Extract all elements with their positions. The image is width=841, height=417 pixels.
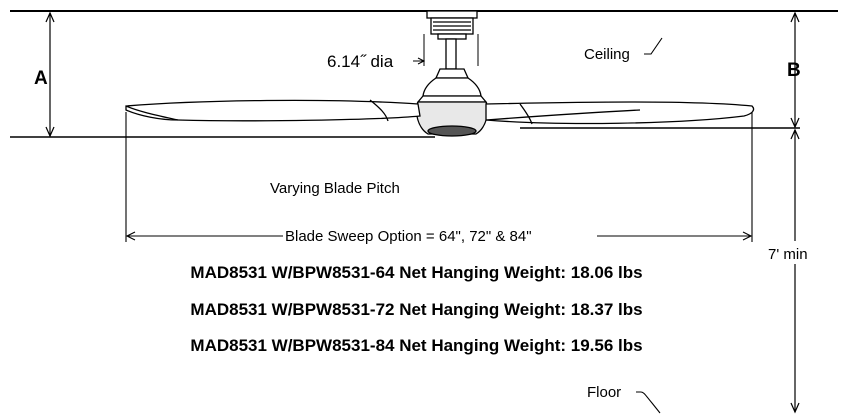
diameter-dimension: [413, 34, 479, 66]
downrod: [445, 38, 457, 70]
ceiling-label: Ceiling: [584, 46, 630, 63]
motor-housing: [415, 68, 489, 137]
dimension-a-label: A: [34, 68, 48, 89]
dimension-b-arrow: [790, 11, 800, 129]
ceiling-leader: [644, 37, 663, 55]
min-height-label: 7' min: [768, 246, 808, 263]
dimension-b-label: B: [787, 60, 801, 81]
ceiling-canopy: [426, 10, 478, 40]
net-weight-84: MAD8531 W/BPW8531-84 Net Hanging Weight:…: [190, 336, 643, 355]
floor-label: Floor: [587, 384, 621, 401]
floor-leader: [636, 391, 661, 414]
blade-sweep-label: Blade Sweep Option = 64", 72" & 84": [285, 228, 532, 245]
right-blade: [485, 101, 755, 125]
dimension-a-arrow: [45, 11, 55, 138]
diameter-label: 6.14˝ dia: [327, 52, 394, 71]
min-height-arrow: [790, 128, 800, 414]
net-weight-64: MAD8531 W/BPW8531-64 Net Hanging Weight:…: [190, 263, 643, 282]
blade-pitch-label: Varying Blade Pitch: [270, 180, 400, 197]
net-weight-72: MAD8531 W/BPW8531-72 Net Hanging Weight:…: [190, 300, 643, 319]
left-blade: [125, 99, 421, 122]
blade-sweep-dimension: [125, 112, 753, 242]
